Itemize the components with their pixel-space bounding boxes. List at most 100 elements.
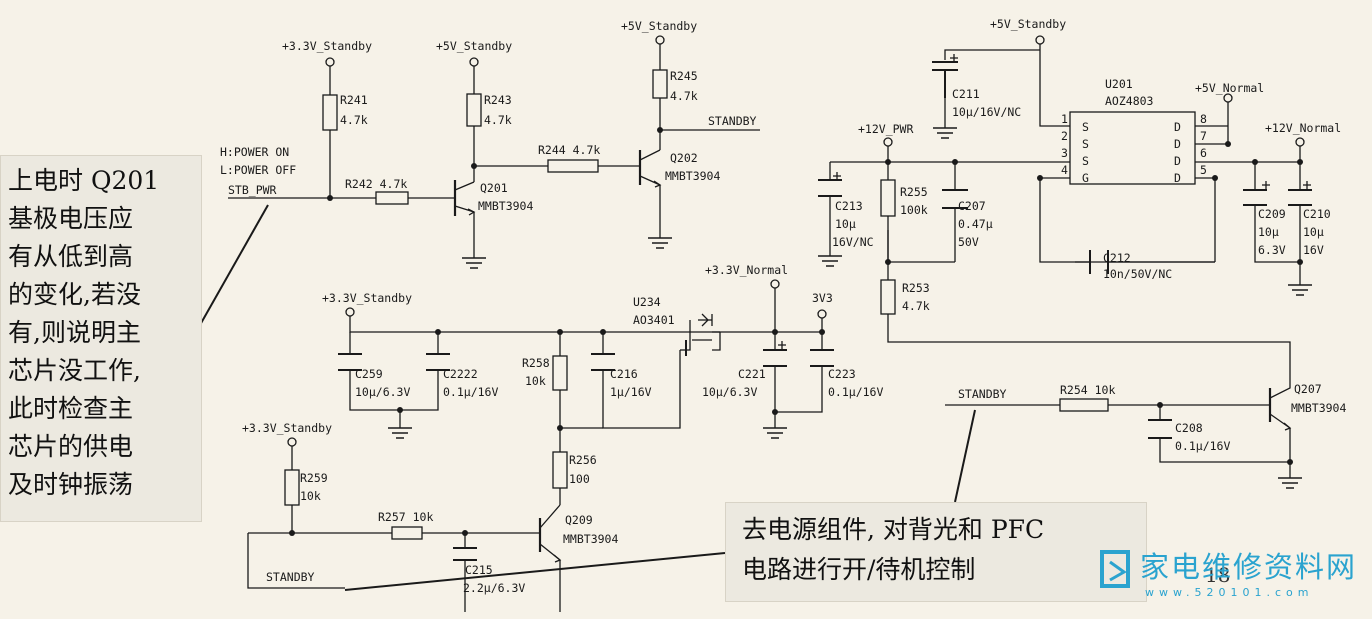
- label-pin-s3: S: [1082, 154, 1089, 168]
- label-pin8: 8: [1200, 112, 1207, 126]
- left-note-line: 上电时 Q201: [8, 166, 160, 195]
- label-u234: U234: [633, 295, 661, 309]
- logo-text: 家电维修资料网: [1140, 550, 1358, 584]
- label-r245: R245: [670, 69, 698, 83]
- label-rail-12v-pwr: +12V_PWR: [858, 122, 913, 136]
- bottom-note-box: [725, 502, 1147, 602]
- label-c221-value: 10μ/6.3V: [702, 385, 757, 399]
- label-q202: Q202: [670, 151, 698, 165]
- label-pin3: 3: [1061, 146, 1068, 160]
- label-rail-33-normal: +3.3V_Normal: [705, 263, 788, 277]
- r257-body: [391, 526, 423, 540]
- label-c209-v2: 6.3V: [1258, 243, 1286, 257]
- label-rail-33-standby-2: +3.3V_Standby: [322, 291, 412, 305]
- r256-body: [552, 451, 568, 489]
- label-r243-value: 4.7k: [484, 113, 512, 127]
- rail-terminals: [287, 35, 1305, 447]
- u201-ic: [1069, 111, 1196, 185]
- label-pin-d5: D: [1174, 171, 1181, 185]
- label-q202-part: MMBT3904: [665, 169, 720, 183]
- label-u234-part: AO3401: [633, 313, 675, 327]
- label-c213: C213: [835, 199, 863, 213]
- polarity-marks: [778, 54, 1311, 349]
- r243-body: [466, 93, 482, 127]
- label-c212: C212: [1103, 251, 1131, 265]
- label-q207: Q207: [1294, 382, 1322, 396]
- annotation-pointers: [199, 204, 976, 591]
- label-rail-5v-normal: +5V_Normal: [1195, 81, 1264, 95]
- label-c259: C259: [355, 367, 383, 381]
- r244-body: [547, 159, 599, 173]
- label-c211-value: 10μ/16V/NC: [952, 105, 1021, 119]
- label-h-power-on: H:POWER ON: [220, 145, 289, 159]
- label-q201-part: MMBT3904: [478, 199, 533, 213]
- bottom-note: 去电源组件, 对背光和 PFC 电路进行开/待机控制: [742, 510, 1142, 590]
- label-r244: R244 4.7k: [538, 143, 600, 157]
- label-c210-v1: 10μ: [1303, 225, 1324, 239]
- label-c216-value: 1μ/16V: [610, 385, 652, 399]
- label-c223: C223: [828, 367, 856, 381]
- label-pin7: 7: [1200, 129, 1207, 143]
- label-standby-2: STANDBY: [958, 387, 1007, 401]
- label-c2222-value: 0.1μ/16V: [443, 385, 498, 399]
- label-r242: R242 4.7k: [345, 177, 407, 191]
- label-c212-value: 10n/50V/NC: [1103, 267, 1172, 281]
- label-r241-value: 4.7k: [340, 113, 368, 127]
- label-r243: R243: [484, 93, 512, 107]
- label-c210: C210: [1303, 207, 1331, 221]
- left-note-line: 有从低到高: [8, 242, 134, 271]
- label-c207: C207: [958, 199, 986, 213]
- label-r255: R255: [900, 185, 928, 199]
- label-u201-part: AOZ4803: [1105, 94, 1154, 108]
- label-pin-g4: G: [1082, 171, 1089, 185]
- bottom-note-line: 电路进行开/待机控制: [742, 555, 976, 584]
- label-c210-v2: 16V: [1303, 243, 1324, 257]
- label-r257: R257 10k: [378, 510, 433, 524]
- label-c207-v2: 50V: [958, 235, 979, 249]
- label-q201: Q201: [480, 181, 508, 195]
- text-labels: +3.3V_Standby +5V_Standby +5V_Standby +5…: [220, 17, 1346, 595]
- label-q209: Q209: [565, 513, 593, 527]
- label-c208-value: 0.1μ/16V: [1175, 439, 1230, 453]
- left-note-line: 有,则说明主: [8, 318, 141, 347]
- label-c215-value: 2.2μ/6.3V: [463, 581, 525, 595]
- label-r258: R258: [522, 356, 550, 370]
- label-pin5: 5: [1200, 163, 1207, 177]
- label-rail-12v-normal: +12V_Normal: [1265, 121, 1341, 135]
- label-c208: C208: [1175, 421, 1203, 435]
- label-r241: R241: [340, 93, 368, 107]
- label-c207-v1: 0.47μ: [958, 217, 993, 231]
- label-rail-33-standby-1: +3.3V_Standby: [282, 39, 372, 53]
- label-c215: C215: [465, 563, 493, 577]
- r255-body: [880, 179, 896, 217]
- label-r254: R254 10k: [1060, 383, 1115, 397]
- transistors: [453, 149, 1292, 563]
- left-note-line: 芯片的供电: [8, 432, 134, 461]
- left-note-line: 芯片没工作,: [8, 356, 141, 385]
- left-note: 上电时 Q201 基极电压应 有从低到高 的变化,若没 有,则说明主 芯片没工作…: [8, 162, 198, 504]
- label-standby-3: STANDBY: [266, 570, 315, 584]
- label-rail-33-standby-3: +3.3V_Standby: [242, 421, 332, 435]
- label-pin4: 4: [1061, 163, 1068, 177]
- label-r258-value: 10k: [525, 374, 546, 388]
- label-rail-5v-standby-2: +5V_Standby: [621, 19, 697, 33]
- label-q207-part: MMBT3904: [1291, 401, 1346, 415]
- label-c213-v1: 10μ: [835, 217, 856, 231]
- label-r253-value: 4.7k: [902, 299, 930, 313]
- r254-body: [1059, 398, 1109, 412]
- label-c209: C209: [1258, 207, 1286, 221]
- r259-body: [284, 469, 300, 506]
- label-pin-d6: D: [1174, 154, 1181, 168]
- label-standby-1: STANDBY: [708, 114, 757, 128]
- label-pin-d7: D: [1174, 137, 1181, 151]
- label-q209-part: MMBT3904: [563, 532, 618, 546]
- u234-mosfet: [680, 313, 721, 356]
- label-c221: C221: [738, 367, 766, 381]
- left-note-line: 基极电压应: [8, 204, 134, 233]
- label-c213-v2: 16V/NC: [832, 235, 874, 249]
- label-r245-value: 4.7k: [670, 89, 698, 103]
- logo-icon: [1100, 550, 1130, 588]
- r242-body: [375, 191, 409, 205]
